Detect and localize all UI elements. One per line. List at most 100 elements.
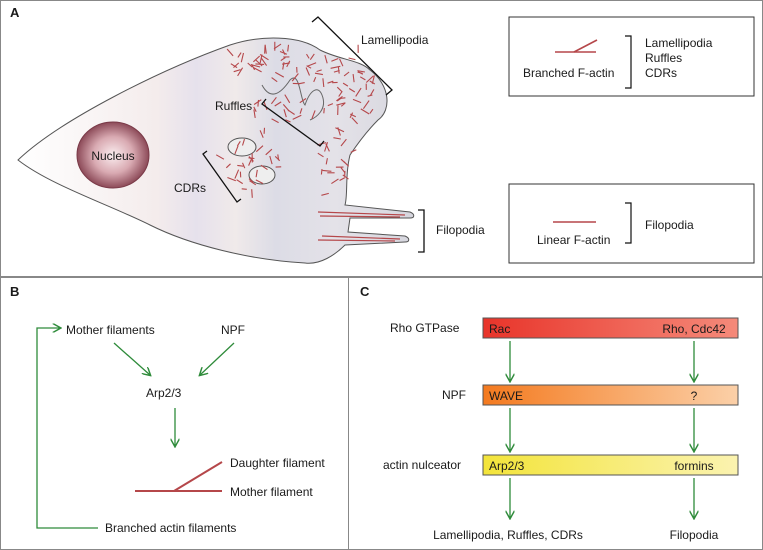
actin-branch — [234, 169, 240, 179]
panel-b-letter: B — [10, 284, 19, 299]
actin-branch — [237, 164, 244, 167]
arp23-label: Arp2/3 — [146, 386, 182, 400]
actin-branch — [324, 54, 328, 64]
panel-c-letter: C — [360, 284, 370, 299]
actin-branch — [287, 44, 290, 52]
actin-branch — [233, 62, 240, 69]
actin-branch — [253, 99, 262, 105]
row-label: Rho GTPase — [390, 321, 460, 335]
panel-a-letter: A — [10, 5, 20, 20]
actin-branch — [311, 110, 316, 119]
bar-left-text: Rac — [489, 322, 510, 336]
actin-branch — [215, 154, 225, 160]
actin-branch — [279, 50, 288, 55]
actin-branch — [259, 54, 269, 61]
actin-branch — [331, 178, 339, 185]
actin-branch — [325, 143, 330, 152]
pathway-bar — [482, 384, 739, 406]
actin-branch — [323, 107, 325, 114]
actin-branch — [285, 119, 291, 123]
actin-branch — [306, 62, 317, 67]
bar-right-text: Rho, Cdc42 — [662, 322, 726, 336]
actin-branch — [248, 157, 255, 160]
actin-branch — [314, 72, 323, 76]
mother-filaments-label: Mother filaments — [66, 323, 155, 337]
actin-branch — [324, 142, 329, 152]
actin-branch — [320, 169, 323, 175]
actin-branch — [280, 57, 286, 62]
branched-actin-network — [215, 41, 376, 198]
actin-branch — [275, 71, 285, 78]
actin-branch — [321, 192, 329, 196]
actin-branch — [253, 67, 262, 73]
bracket-lamellipodia — [311, 16, 393, 96]
actin-branch — [259, 130, 264, 138]
bracket-filopodia — [418, 209, 425, 253]
ruffles-label: Ruffles — [215, 99, 252, 113]
actin-branch — [255, 169, 258, 178]
actin-branch — [240, 52, 245, 63]
actin-branch — [360, 108, 370, 115]
actin-branch — [316, 69, 322, 73]
actin-branch — [299, 98, 307, 104]
actin-branch — [249, 180, 257, 186]
actin-branch — [248, 156, 254, 162]
actin-branch — [357, 70, 365, 73]
actin-branch — [338, 97, 346, 100]
actin-branch — [348, 88, 356, 93]
actin-branch — [352, 74, 355, 83]
output-right-label: Filopodia — [670, 528, 719, 542]
filopodia-label: Filopodia — [436, 223, 485, 237]
actin-branch — [333, 137, 341, 140]
actin-branch — [254, 59, 263, 67]
actin-branch — [335, 127, 345, 133]
actin-branch — [236, 179, 243, 185]
actin-branch — [357, 71, 363, 74]
actin-branch — [342, 82, 349, 87]
actin-branch — [236, 141, 241, 147]
actin-branch — [241, 138, 246, 146]
actin-branch — [351, 117, 359, 125]
actin-branch — [327, 80, 334, 84]
actin-branch — [371, 75, 375, 84]
actin-branch — [264, 44, 267, 54]
actin-branch — [234, 145, 239, 155]
actin-branch — [350, 113, 357, 118]
actin-branch — [309, 53, 315, 61]
actin-branch — [298, 82, 305, 85]
actin-branch — [365, 75, 374, 83]
actin-branch — [253, 55, 261, 63]
bracket-ruffles — [261, 98, 325, 147]
actin-branch — [322, 169, 332, 172]
actin-branch — [284, 94, 291, 104]
cdr-vesicle — [227, 137, 257, 157]
lamellipodia-label: Lamellipodia — [361, 33, 429, 47]
legend-linear-brace — [625, 202, 632, 244]
actin-branch — [282, 62, 290, 65]
actin-branch — [299, 108, 303, 114]
actin-branch — [230, 63, 238, 69]
actin-branch — [282, 49, 286, 55]
actin-branch — [282, 104, 290, 112]
legend-branched-item: Lamellipodia — [645, 36, 713, 50]
filopodia-filaments — [317, 211, 406, 242]
actin-branch — [306, 53, 310, 59]
output-left-label: Lamellipodia, Ruffles, CDRs — [433, 528, 583, 542]
actin-branch — [306, 65, 312, 69]
actin-branch — [233, 69, 241, 73]
actin-branch — [352, 98, 362, 104]
npf-label: NPF — [221, 323, 245, 337]
actin-branch — [355, 87, 362, 97]
legend-linear-item: Filopodia — [645, 218, 694, 232]
actin-branch — [248, 178, 254, 183]
actin-branch — [338, 58, 344, 67]
actin-branch — [250, 64, 261, 68]
ruffle-curl — [261, 77, 324, 121]
actin-branch — [340, 138, 347, 147]
actin-branch — [260, 164, 268, 171]
actin-branch — [263, 101, 268, 110]
branched-actin-filaments-label: Branched actin filaments — [105, 521, 236, 535]
actin-branch — [261, 57, 268, 66]
legend-linear-label: Linear F-actin — [537, 233, 610, 247]
legend-linear-box — [508, 183, 755, 264]
